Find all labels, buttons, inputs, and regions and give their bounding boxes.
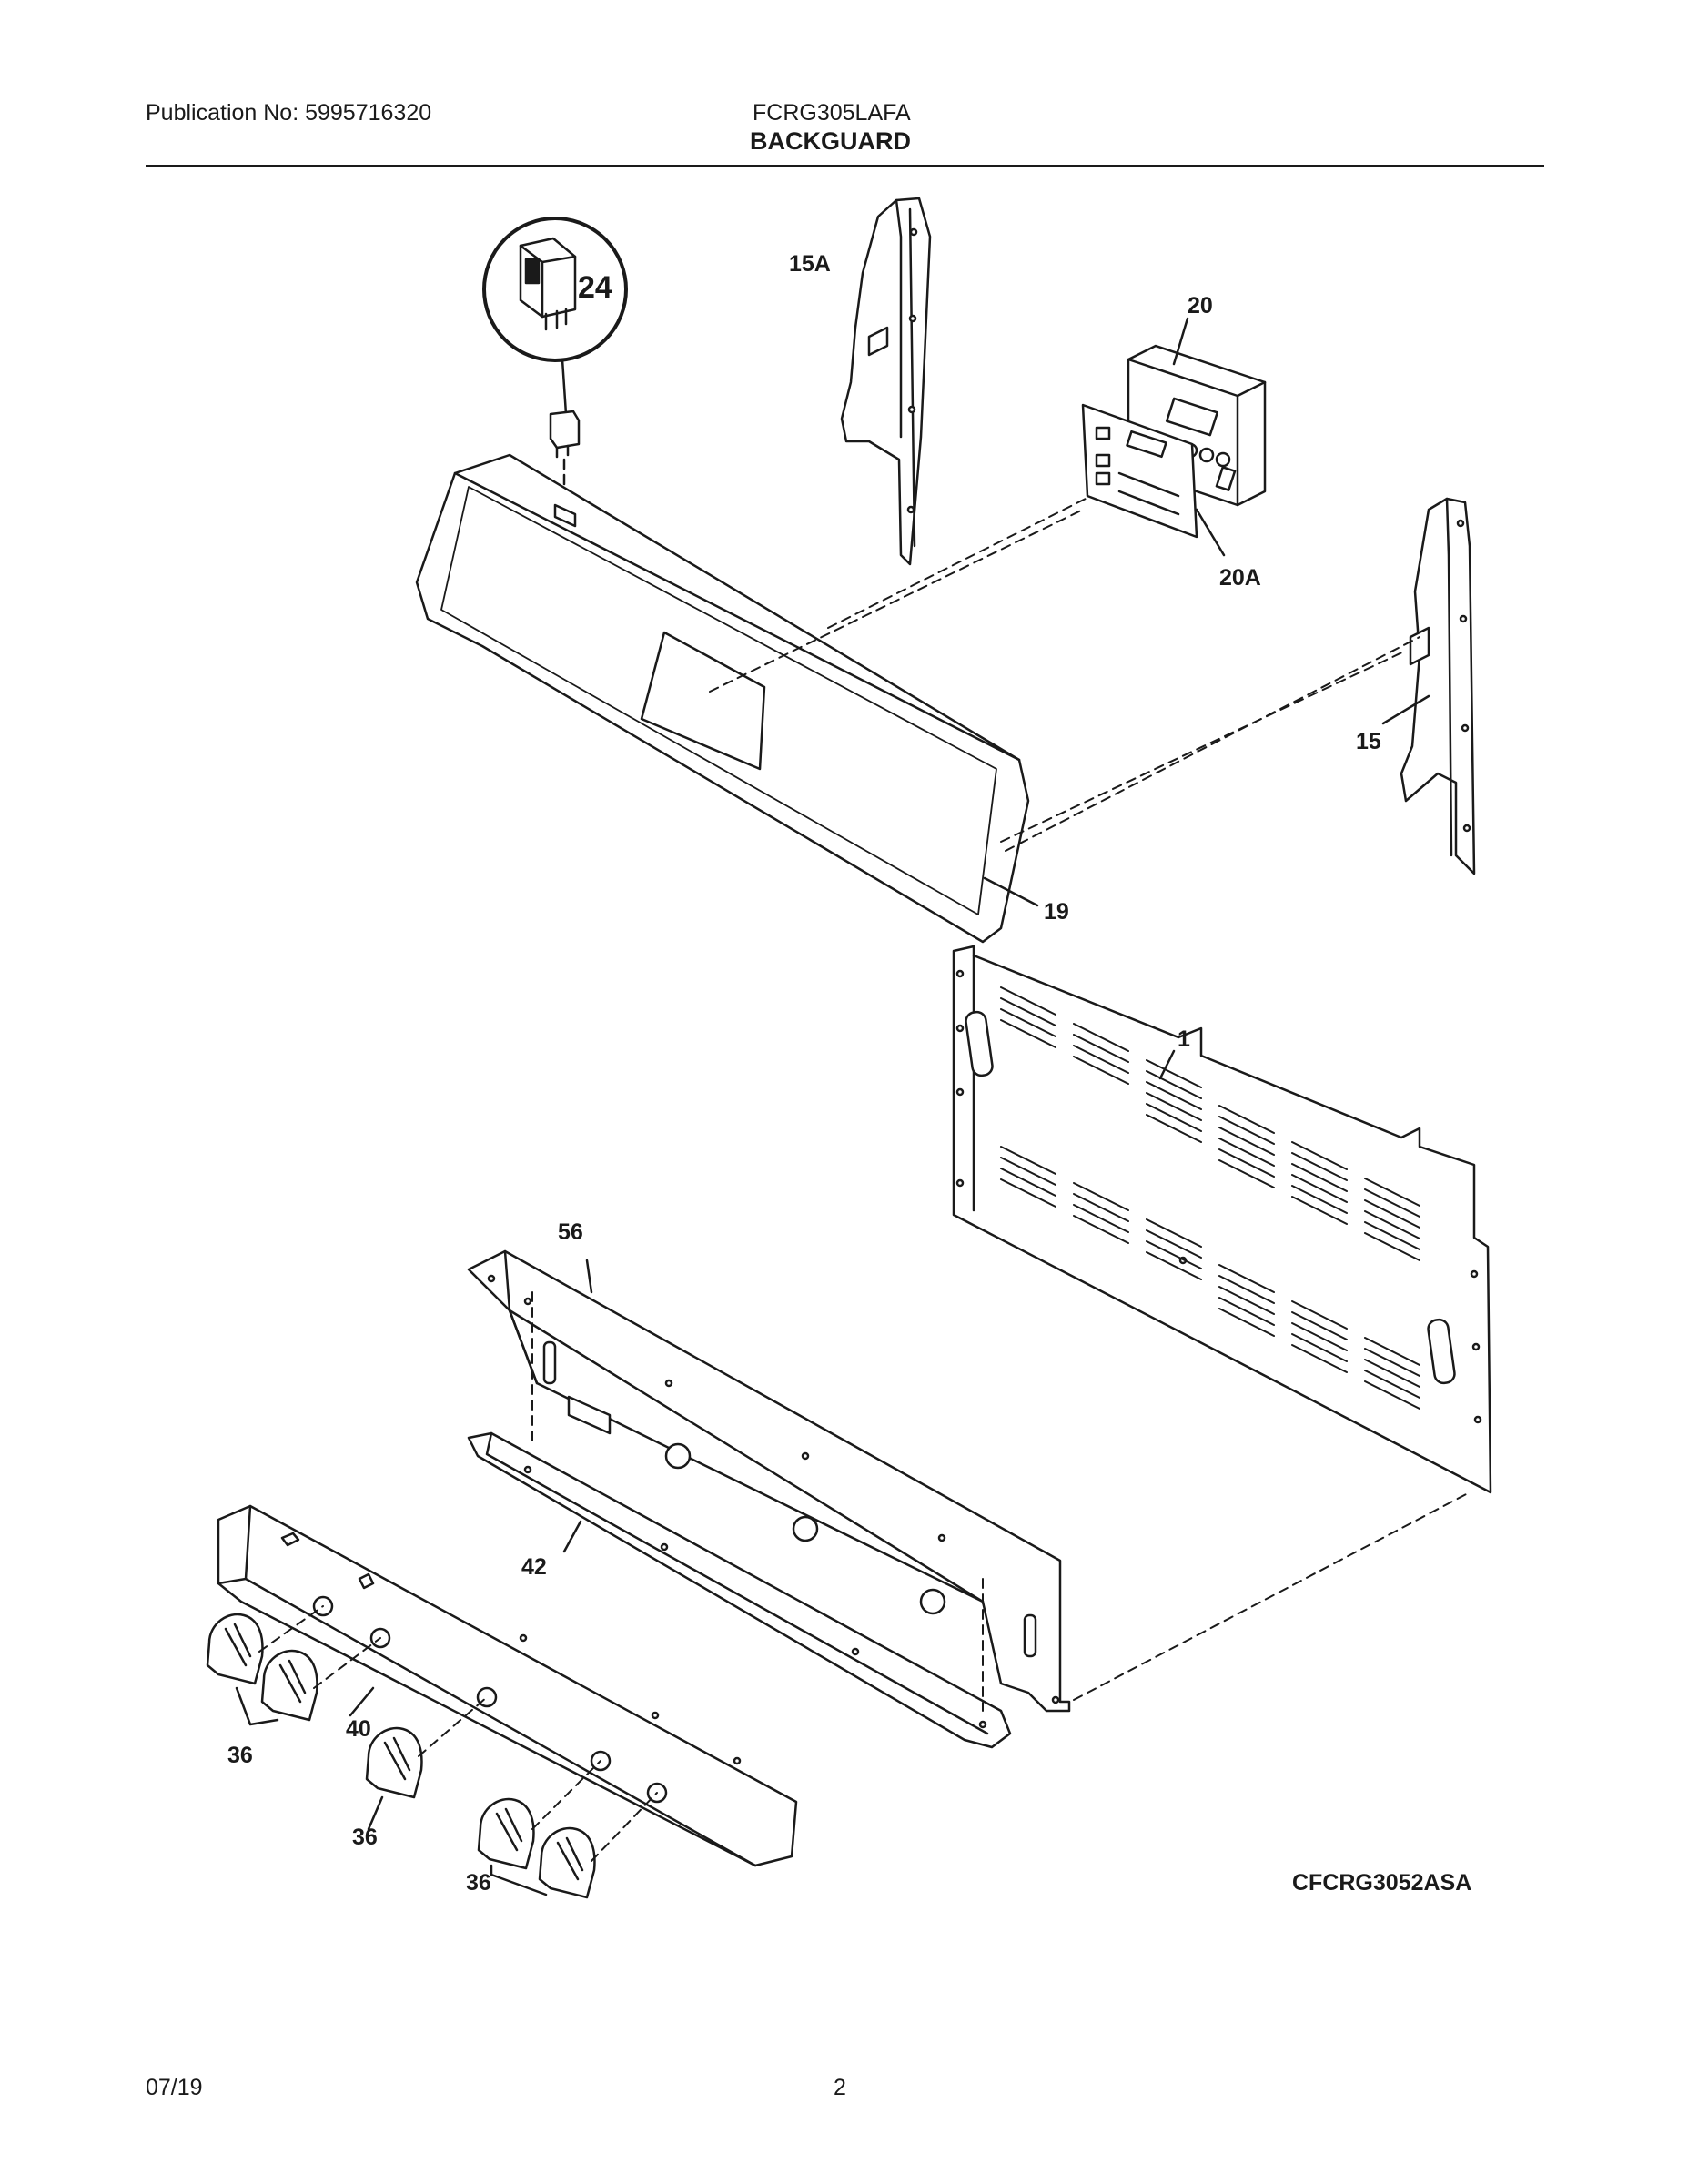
callout-24: 24 bbox=[578, 270, 612, 305]
callout-36-middle: 36 bbox=[352, 1825, 378, 1850]
footer-date: 07/19 bbox=[146, 2075, 203, 2100]
callout-36-bottom: 36 bbox=[466, 1870, 491, 1896]
part-20a-touch-overlay bbox=[1081, 403, 1226, 557]
part-24-rocker-switch bbox=[482, 217, 628, 507]
part-1-rear-panel bbox=[952, 945, 1492, 1494]
page-title: BACKGUARD bbox=[750, 127, 911, 155]
callout-56: 56 bbox=[558, 1219, 583, 1245]
callout-42: 42 bbox=[521, 1554, 547, 1580]
assembly-lines bbox=[258, 497, 1471, 1862]
callout-20a: 20A bbox=[1219, 565, 1261, 591]
part-42-trim-strip bbox=[467, 1431, 1012, 1749]
callout-20: 20 bbox=[1188, 293, 1213, 318]
part-56-manifold-panel bbox=[467, 1249, 1071, 1713]
diagram-code: CFCRG3052ASA bbox=[1292, 1870, 1472, 1896]
callout-labels: 24 15A 20 20A 15 19 1 56 42 40 36 36 36 bbox=[227, 251, 1381, 1896]
callout-19: 19 bbox=[1044, 899, 1069, 925]
callout-15a: 15A bbox=[789, 251, 831, 277]
part-15a-end-bracket-left bbox=[840, 197, 932, 566]
part-19-control-panel bbox=[415, 453, 1039, 944]
part-15-end-bracket-right bbox=[1381, 497, 1476, 875]
callout-36-left: 36 bbox=[227, 1743, 253, 1768]
model-number: FCRG305LAFA bbox=[753, 100, 911, 126]
header-divider bbox=[146, 165, 1544, 167]
page-number: 2 bbox=[834, 2075, 846, 2100]
callout-1: 1 bbox=[1178, 1026, 1190, 1052]
publication-number: Publication No: 5995716320 bbox=[146, 100, 432, 126]
part-36-control-knobs bbox=[206, 1613, 596, 1899]
callout-40: 40 bbox=[346, 1716, 371, 1742]
callout-15: 15 bbox=[1356, 729, 1381, 754]
